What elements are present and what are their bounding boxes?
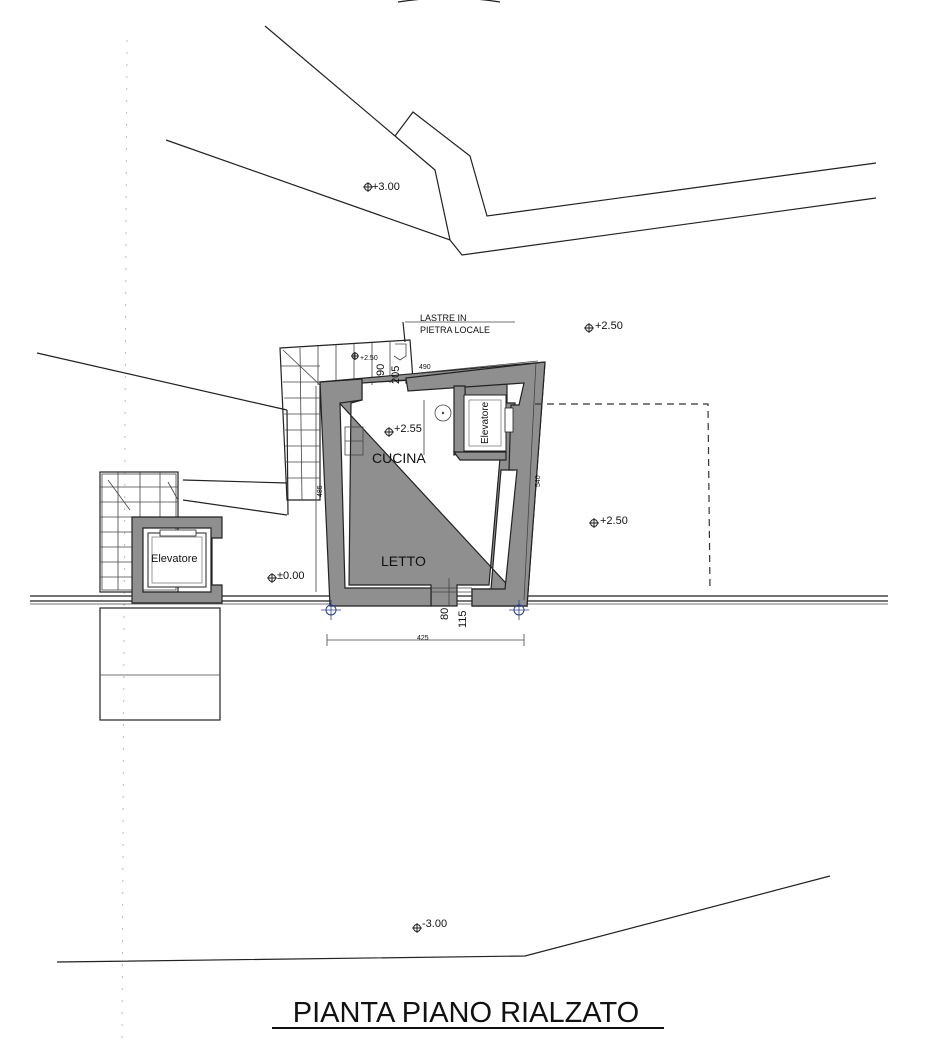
level-markers [267,182,599,933]
dimension-540: 540 [535,475,542,487]
room-label-kitchen: CUCINA [372,450,426,466]
top-edge-arc [397,0,501,3]
elevator-label-inner: Elevatore [480,401,491,444]
room-label-bedroom: LETTO [381,553,426,569]
dimension-90: 90 [375,364,387,376]
level-top-right: +2.50 [595,320,623,332]
main-house-walls [318,361,546,607]
dimension-80: 80 [439,608,451,620]
terrace-outline [535,403,711,591]
left-elevator-shaft [131,516,223,604]
left-boundary-lines [36,352,289,516]
dimension-485: 485 [317,485,324,497]
level-ground: ±0.00 [277,570,304,582]
level-right: +2.50 [600,515,628,527]
lower-terrain [56,875,831,963]
dimension-490: 490 [419,364,431,371]
dimension-lines [315,360,539,646]
elevator-label-left: Elevatore [151,553,197,565]
dimension-115: 115 [457,610,469,628]
note-line-2: PIETRA LOCALE [420,325,490,335]
dimension-205: 205 [390,366,402,384]
level-stair: +2.50 [360,355,378,362]
level-kitchen: +2.55 [394,423,422,435]
drawing-title: PIANTA PIANO RIALZATO [293,997,639,1029]
level-top: +3.00 [372,181,400,193]
upper-terrain [165,25,877,256]
level-bottom: -3.00 [422,918,447,930]
note-line-1: LASTRE IN [420,313,467,323]
scan-fold-line [121,39,128,1041]
dimension-425: 425 [417,635,429,642]
